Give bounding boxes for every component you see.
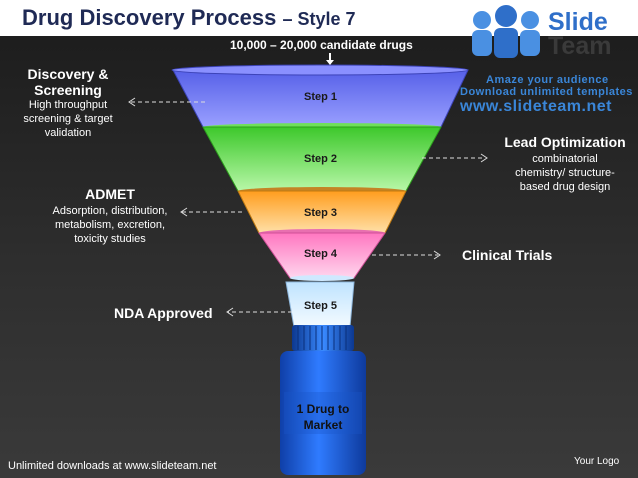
arrowhead-admet — [180, 207, 188, 217]
arrowhead-discovery — [128, 97, 136, 107]
slide-title: Drug Discovery Process – Style 7 — [22, 5, 356, 31]
discovery-desc-3: validation — [44, 127, 92, 139]
lead-desc-1: combinatorial — [532, 153, 598, 165]
candidates-label: 10,000 – 20,000 candidate drugs — [230, 38, 413, 52]
discovery-title-2: Screening — [34, 82, 102, 98]
bottle-cap-ridges — [297, 326, 347, 350]
clinical-title: Clinical Trials — [462, 247, 553, 263]
bottle-text: 1 Drug to Market — [280, 401, 366, 433]
arrowhead-nda — [226, 307, 234, 317]
candidates-arrow-head — [326, 60, 334, 65]
slide-title-text: Drug Discovery Process — [22, 5, 277, 30]
footer-downloads-text: Unlimited downloads at www.slideteam.net — [8, 460, 217, 472]
funnel-rim — [171, 64, 469, 76]
admet-title: ADMET — [85, 186, 135, 202]
lead-block: Lead Optimization combinatorial chemistr… — [498, 134, 632, 194]
slide-subtitle: – Style 7 — [282, 9, 356, 29]
bottle-body — [280, 351, 366, 475]
step-4-label: Step 4 — [304, 248, 338, 260]
arrowhead-clinical — [433, 250, 441, 260]
admet-block: ADMET Adsorption, distribution, metaboli… — [40, 186, 180, 246]
footer-logo-placeholder: Your Logo — [574, 456, 620, 467]
slideteam-logo-icon — [472, 5, 540, 58]
admet-desc-1: Adsorption, distribution, — [52, 205, 168, 217]
discovery-block: Discovery & Screening High throughput sc… — [8, 66, 128, 140]
logo-tagline-2: Download unlimited templates — [460, 86, 633, 98]
discovery-desc-1: High throughput — [28, 99, 108, 111]
funnel-step-5-top — [290, 275, 354, 281]
step-5-label: Step 5 — [304, 300, 338, 312]
step-2-label: Step 2 — [304, 153, 338, 165]
admet-desc-3: toxicity studies — [74, 233, 146, 245]
admet-desc-2: metabolism, excretion, — [54, 219, 166, 231]
nda-title: NDA Approved — [114, 305, 213, 321]
discovery-desc-2: screening & target — [23, 113, 113, 125]
step-3-label: Step 3 — [304, 207, 338, 219]
step-1-label: Step 1 — [304, 91, 338, 103]
bottle-text-line-1: 1 Drug to — [296, 402, 350, 416]
lead-desc-2: chemistry/ structure- — [515, 167, 615, 179]
logo-word-team: Team — [548, 32, 612, 60]
lead-desc-3: based drug design — [519, 181, 611, 193]
logo-tagline-1: Amaze your audience — [486, 74, 609, 86]
bottle-label — [284, 392, 362, 434]
discovery-title-1: Discovery & — [27, 66, 109, 82]
bottle-text-line-2: Market — [303, 418, 343, 432]
logo-word-slide: Slide — [548, 8, 608, 36]
lead-title: Lead Optimization — [504, 134, 626, 150]
arrowhead-lead — [480, 153, 488, 163]
logo-url: www.slideteam.net — [460, 98, 612, 115]
bottle-cap — [292, 325, 354, 351]
